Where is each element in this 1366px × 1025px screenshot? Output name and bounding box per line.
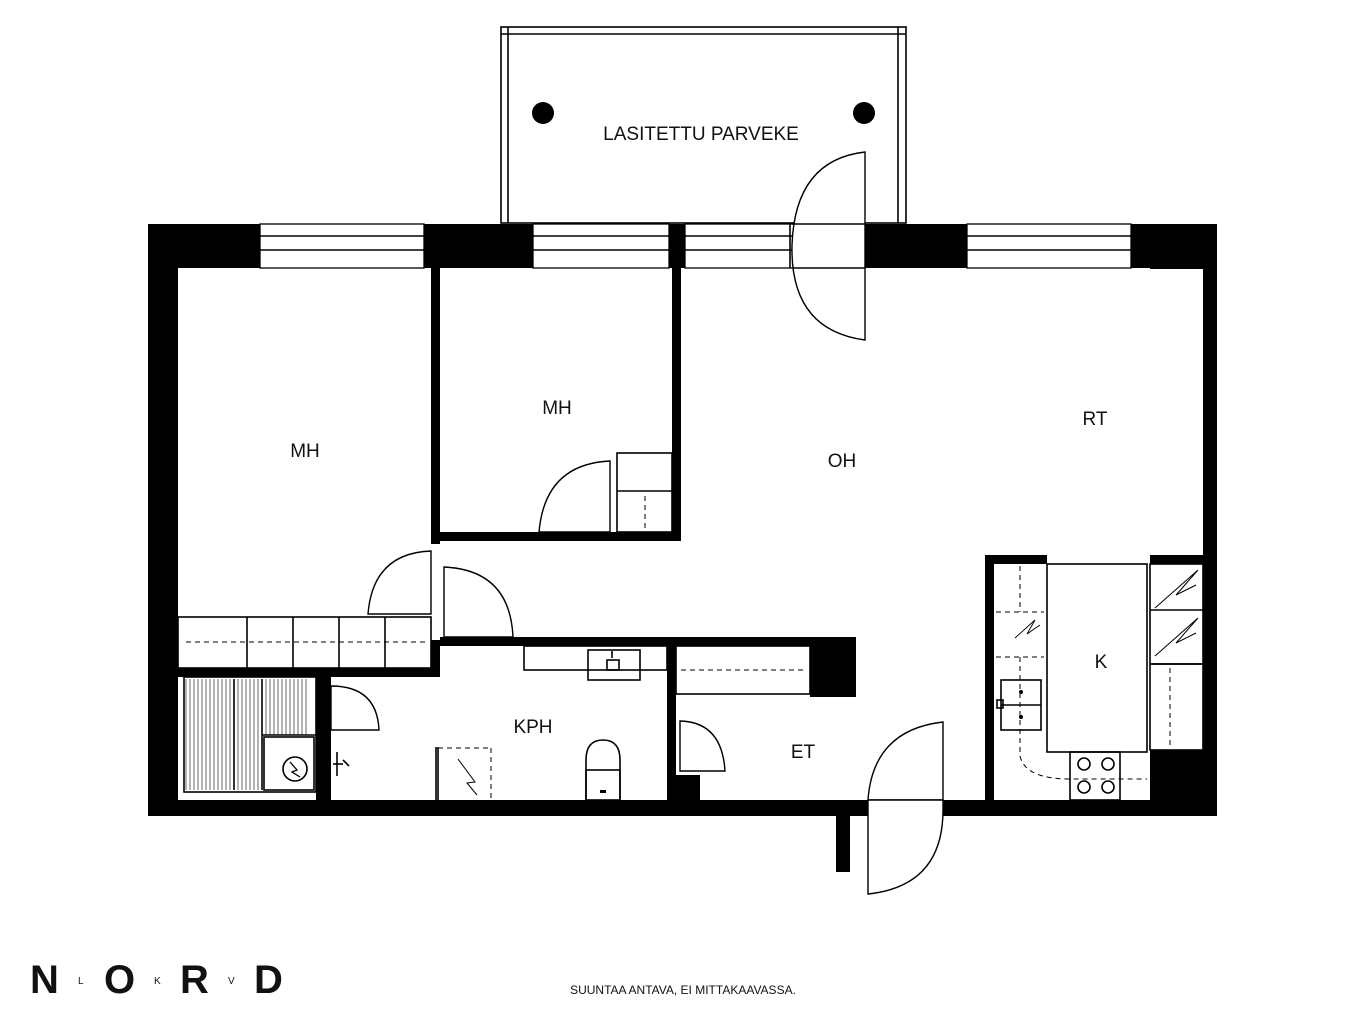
logo-letter-o: O: [104, 958, 135, 1002]
room-label-dining: RT: [1083, 409, 1108, 430]
room-label-hall: ET: [791, 742, 816, 763]
balcony-door: [791, 151, 866, 341]
room-label-bathroom: KPH: [513, 717, 552, 738]
disclaimer-text: SUUNTAA ANTAVA, EI MITTAKAAVASSA.: [570, 983, 796, 997]
bedroom-left: [177, 550, 432, 669]
balcony: [500, 26, 907, 224]
balcony-post-left: [532, 102, 554, 124]
logo-letter-l: L: [78, 976, 84, 987]
room-label-living-room: OH: [828, 451, 857, 472]
sauna-stove-icon: [282, 756, 308, 782]
logo-letter-n: N: [30, 958, 59, 1002]
logo-letter-d: D: [254, 958, 283, 1002]
balcony-post-right: [853, 102, 875, 124]
logo-letter-v: V: [228, 976, 235, 987]
room-label-balcony: LASITETTU PARVEKE: [603, 124, 799, 145]
room-label-bedroom-middle: MH: [542, 398, 572, 419]
interior-walls: [178, 262, 1203, 872]
sauna: [183, 676, 317, 793]
logo: N L O K R V D: [30, 958, 283, 1002]
kitchen: [996, 563, 1204, 801]
hall: [675, 645, 944, 895]
logo-letter-k: K: [154, 976, 161, 987]
sauna-door: [330, 685, 380, 731]
logo-letter-r: R: [180, 958, 209, 1002]
room-label-bedroom-left: MH: [290, 441, 320, 462]
bedroom-middle: [538, 452, 673, 533]
room-label-kitchen: K: [1095, 652, 1108, 673]
bathroom: [330, 645, 668, 801]
hall-door: [443, 566, 514, 638]
windows: [259, 223, 1132, 269]
